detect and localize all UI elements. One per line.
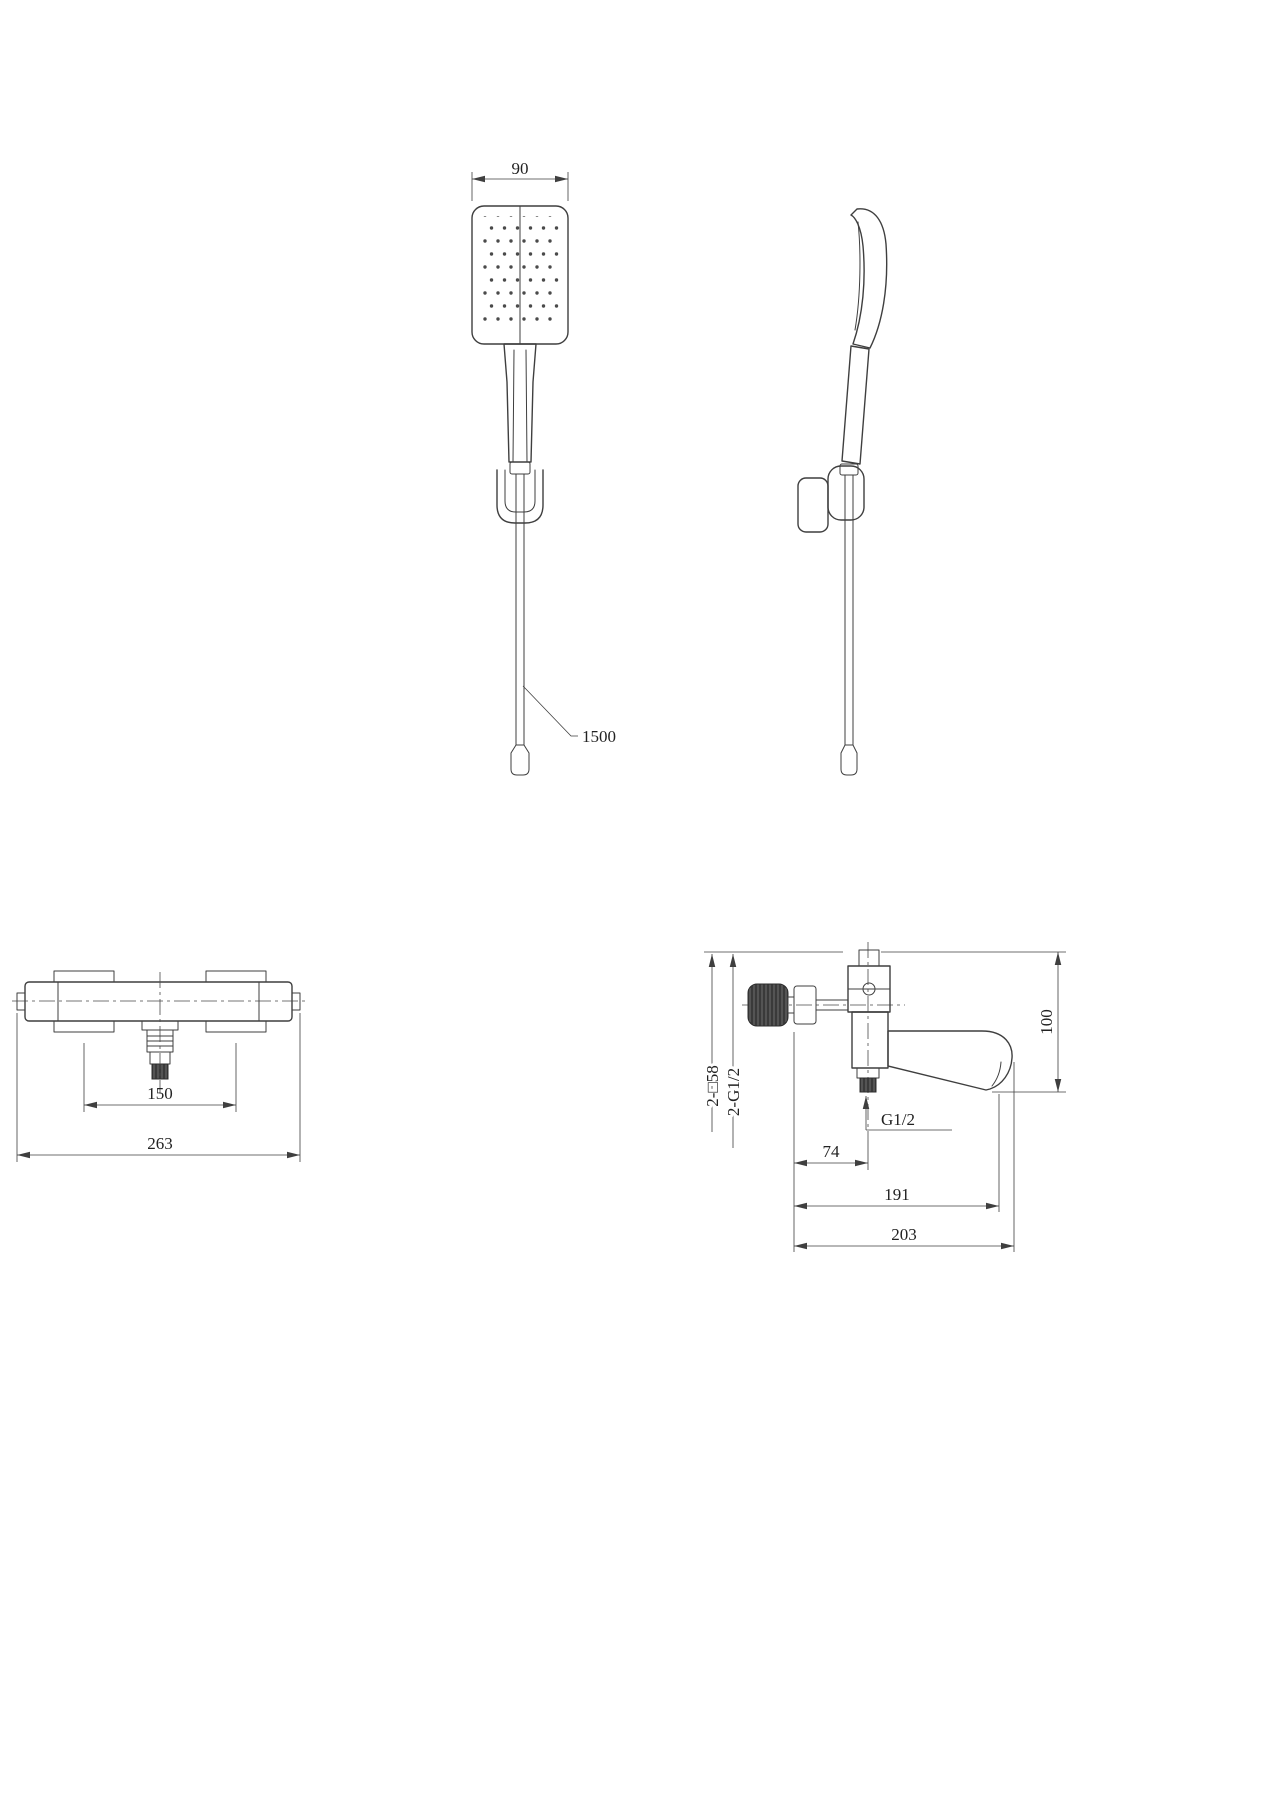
dim-height-100 [881,951,1066,1093]
escutcheon-top-right [205,970,267,983]
spray-nozzle-pattern [481,216,559,330]
handshower-side-view [797,208,888,776]
escutcheon-bottom-right [205,1020,267,1033]
hose-outlet-dark [859,1077,877,1093]
dim-length-191-label: 191 [884,1185,910,1204]
dim-overall-width [16,1013,301,1162]
hose-end-cone-side [840,744,858,776]
dim-length-191 [794,1094,1000,1212]
dim-head-width [471,172,569,201]
escutcheon-bottom-left [53,1020,115,1033]
dim-height-100-label: 100 [1037,1009,1056,1035]
dim-port-spacing [83,1043,237,1112]
dim-length-203-label: 203 [891,1225,917,1244]
end-cap-right [291,992,301,1011]
hose-length-label: 1500 [582,727,616,746]
dim-square58-label: 2-□58 [703,1065,722,1106]
end-cap-left [16,992,26,1011]
shower-handle-front [503,343,537,463]
spout-tip-line [991,1061,1002,1087]
bracket-front [496,469,544,524]
dim-port-spacing-label: 150 [147,1084,173,1103]
tub-spout [887,1030,1013,1091]
dim-offset-74 [793,1032,869,1252]
g12-label: G1/2 [881,1110,915,1129]
diverter-axis [862,982,876,996]
bracket-cradle-side [827,465,865,521]
hose-nut-side [839,463,859,476]
mixer-front-view [12,970,306,1094]
escutcheon-top-left [53,970,115,983]
leader-g12 [862,1096,952,1131]
mixer-side-view [742,942,1013,1140]
hose-nut-front [509,461,531,475]
valve-body-lower [851,1011,889,1069]
leader-hose-length [522,685,578,737]
dim-length-203 [794,1062,1015,1252]
hose-end-cone-front [510,744,530,776]
shower-handle-side [841,345,870,465]
shower-head-side [850,208,888,349]
bracket-wall-plate [797,477,829,533]
dim-notes-left [704,951,843,1148]
valve-top-cap [858,949,880,967]
dim-overall-width-label: 263 [147,1134,173,1153]
dim-head-width-label: 90 [512,159,529,178]
dim-double-g12-label: 2-G1/2 [724,1068,743,1116]
mixer-body-front [24,981,293,1022]
dim-offset-74-label: 74 [823,1142,841,1161]
handshower-front-view [471,205,569,776]
temperature-knob-side [747,983,789,1027]
